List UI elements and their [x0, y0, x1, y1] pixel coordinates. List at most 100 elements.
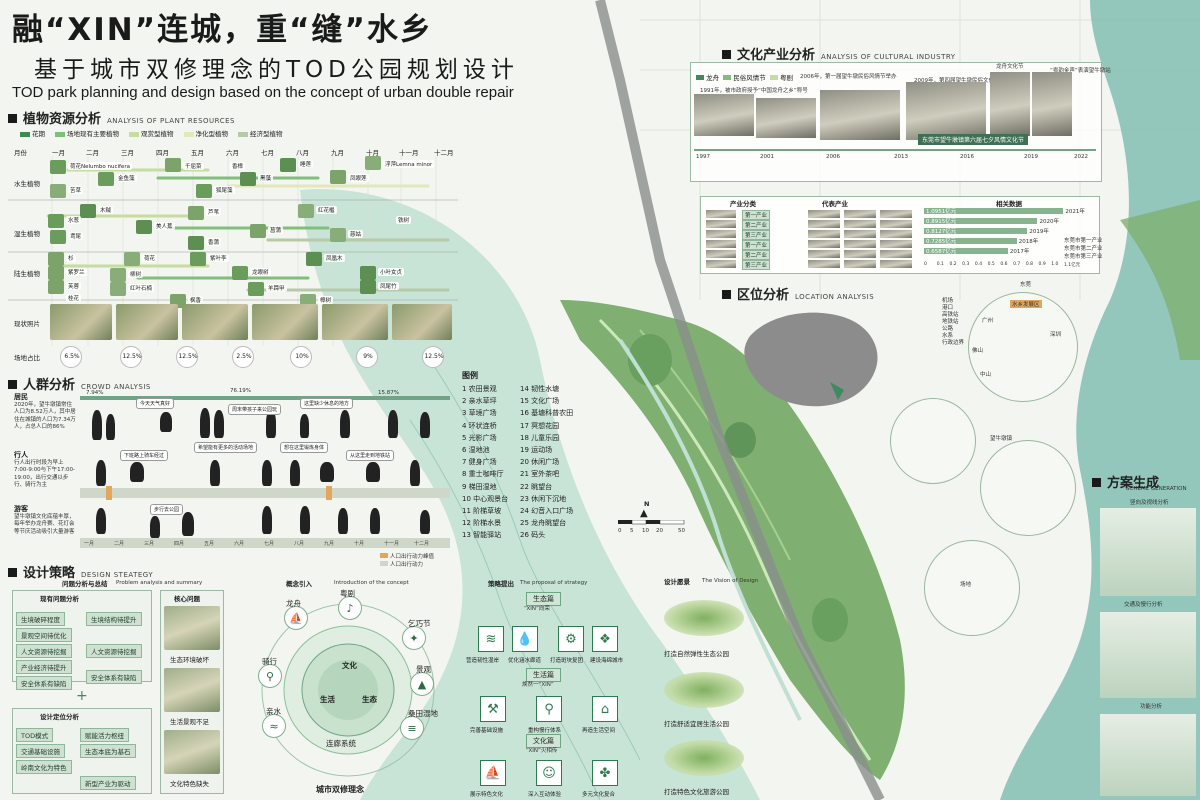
- representative-thumbnail: [844, 220, 876, 228]
- plant-tag: 凤眼莲: [348, 174, 369, 182]
- person-silhouette: [96, 508, 106, 534]
- timeline-year: 2013: [894, 154, 908, 160]
- strategy-caption: 多元文化复合: [582, 792, 616, 798]
- person-silhouette: [266, 410, 276, 438]
- culture-title-cn: 文化产业分析: [737, 48, 816, 63]
- strategy-caption: 打造斑块复团: [550, 658, 584, 664]
- industry-row-label: 第二产业: [742, 250, 771, 260]
- strategy-title-en: DESIGN STEATEGY: [81, 571, 154, 579]
- time-axis: [80, 488, 450, 498]
- problem-chip: 生境结构待提升: [86, 612, 142, 626]
- industry-row-label: 第一产业: [742, 210, 771, 220]
- park-area: [560, 300, 905, 780]
- plant-tag: 荷花: [142, 254, 158, 262]
- representative-thumbnail: [808, 230, 840, 238]
- culture-section-title: 文化产业分析 ANALYSIS OF CULTURAL INDUSTRY: [722, 44, 956, 63]
- representative-thumbnail: [808, 260, 840, 268]
- plant-tag: 苦草: [68, 186, 84, 194]
- wetland-icon: ≋: [478, 626, 504, 652]
- location-legend-item: 公路: [942, 326, 954, 332]
- plant-tag: 金鱼藻: [116, 174, 137, 182]
- plant-thumbnail: [80, 204, 96, 218]
- performer-photo: [990, 72, 1030, 136]
- timeline-month: 六月: [234, 541, 245, 547]
- month-label: 二月: [86, 149, 99, 157]
- dragon-boat-photo: [694, 94, 754, 136]
- ecology-banner: 生态篇: [526, 592, 561, 606]
- position-chip: 生态本底为基石: [80, 744, 136, 758]
- month-header-row: 月份 一月 二月 三月 四月 五月 六月 七月 八月 九月 十月 十一月 十二月: [14, 147, 454, 157]
- site-photo: [50, 304, 112, 340]
- industry-thumbnail: [706, 230, 736, 238]
- plant-thumbnail: [280, 158, 296, 172]
- map-legend-item: 18 儿童乐园: [520, 433, 560, 442]
- opera-photo: [820, 90, 900, 140]
- representative-thumbnail: [844, 210, 876, 218]
- industry-thumbnail: [706, 220, 736, 228]
- industry-value-label: 0.8127亿元: [926, 229, 957, 235]
- culture-event: 龙舟文化节: [996, 64, 1024, 70]
- core-caption: 生态环境破坏: [170, 656, 209, 664]
- festival-photo: [756, 98, 816, 138]
- strategy-caption: 深入互动体验: [528, 792, 562, 798]
- site-photo: [182, 304, 248, 340]
- industry-value-label: 1.0951亿元: [926, 209, 957, 215]
- cycling-icon: ⚲: [258, 664, 282, 688]
- plant-thumbnail: [50, 184, 66, 198]
- plant-thumbnail: [124, 252, 140, 266]
- industry-row-label: 第二产业: [742, 220, 771, 230]
- speech-bubble: 今天天气真好: [136, 398, 175, 409]
- representative-thumbnail: [880, 260, 912, 268]
- timeline-month: 十二月: [414, 541, 430, 547]
- culture-banner: 文化篇: [526, 734, 561, 748]
- month-label: 五月: [191, 149, 204, 157]
- water-icon: 💧: [512, 626, 538, 652]
- related-title: 相关数据: [996, 200, 1022, 208]
- speech-bubble: 从这里走到地铁站: [346, 450, 395, 461]
- vision-caption: 打造自然弹性生态公园: [664, 650, 729, 658]
- map-legend-item: 5 光影广场: [462, 433, 497, 442]
- map-legend-item: 3 草境广场: [462, 409, 497, 418]
- ratio-value: 10%: [295, 353, 309, 360]
- industry-thumbnail: [706, 210, 736, 218]
- concept-title: 概念引入: [286, 580, 312, 588]
- sponge-city-icon: ❖: [592, 626, 618, 652]
- plant-thumbnail: [196, 184, 212, 198]
- eco-park-illustration: [664, 600, 744, 636]
- timeline-month: 五月: [204, 541, 215, 547]
- timeline-month: 十一月: [384, 541, 400, 547]
- axis-tick: 0.9: [1038, 262, 1046, 267]
- ratio-pie: 6.5%: [60, 346, 82, 368]
- category-wetland: 湿生植物: [14, 230, 40, 238]
- plant-thumbnail: [250, 224, 266, 238]
- strategy-section-title: 设计策略 DESIGN STEATEGY: [8, 562, 153, 581]
- crowd-group-desc: 行人出行时段为早上7:00-9:00与下午17:00-19:00，出行交通以步行…: [14, 460, 76, 489]
- problem-photo: [164, 668, 220, 712]
- representative-thumbnail: [880, 230, 912, 238]
- performer-photo: [1032, 72, 1072, 136]
- proposal-title: 策略提出: [488, 580, 514, 588]
- life-subtitle: 焕然一“XIN”: [522, 682, 554, 688]
- timeline-year: 2001: [760, 154, 774, 160]
- industry-row-label: 第一产业: [742, 240, 771, 250]
- strategy-title-cn: 设计策略: [23, 566, 76, 581]
- problem-photo: [164, 606, 220, 650]
- person-silhouette: [410, 460, 420, 486]
- plant-tag: 杉: [66, 254, 76, 262]
- plant-tag: 铁树: [396, 216, 412, 224]
- town-map: [980, 440, 1076, 536]
- crowd-section-title: 人群分析 CROWD ANALYSIS: [8, 374, 151, 393]
- scheme-step: 竖向及视线分析: [1130, 500, 1169, 506]
- timeline-month: 七月: [264, 541, 275, 547]
- cyclist-silhouette: [130, 462, 144, 482]
- person-silhouette: [182, 512, 194, 536]
- plant-tag: 香蒲: [206, 238, 222, 246]
- industry-year-label: 2021年: [1065, 209, 1085, 215]
- cyclist-silhouette: [96, 460, 106, 486]
- category-aquatic: 水生植物: [14, 180, 40, 188]
- month-label: 七月: [261, 149, 274, 157]
- location-section-title: 区位分析 LOCATION ANALYSIS: [722, 284, 874, 303]
- axis-tick: 0.3: [962, 262, 970, 267]
- industry-row-label: 第三产业: [742, 230, 771, 240]
- month-label: 一月: [52, 149, 65, 157]
